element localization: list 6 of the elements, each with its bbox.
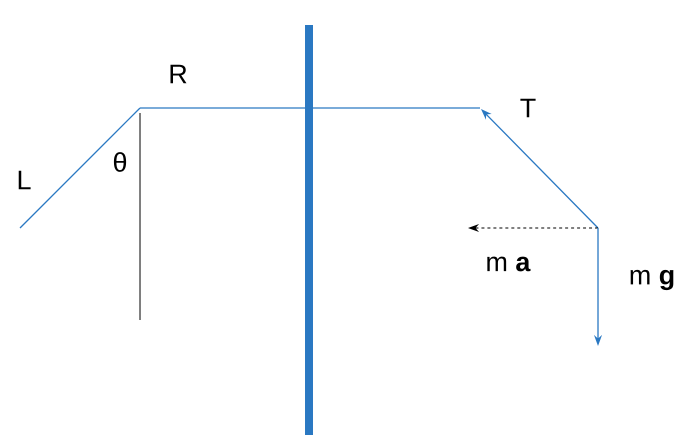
- force-label: T: [520, 98, 536, 118]
- force-label: m a: [487, 256, 531, 272]
- force-label: L: [18, 170, 31, 190]
- force-label: m g: [630, 270, 674, 290]
- force-label: R: [170, 64, 186, 84]
- force-label: θ: [114, 152, 126, 172]
